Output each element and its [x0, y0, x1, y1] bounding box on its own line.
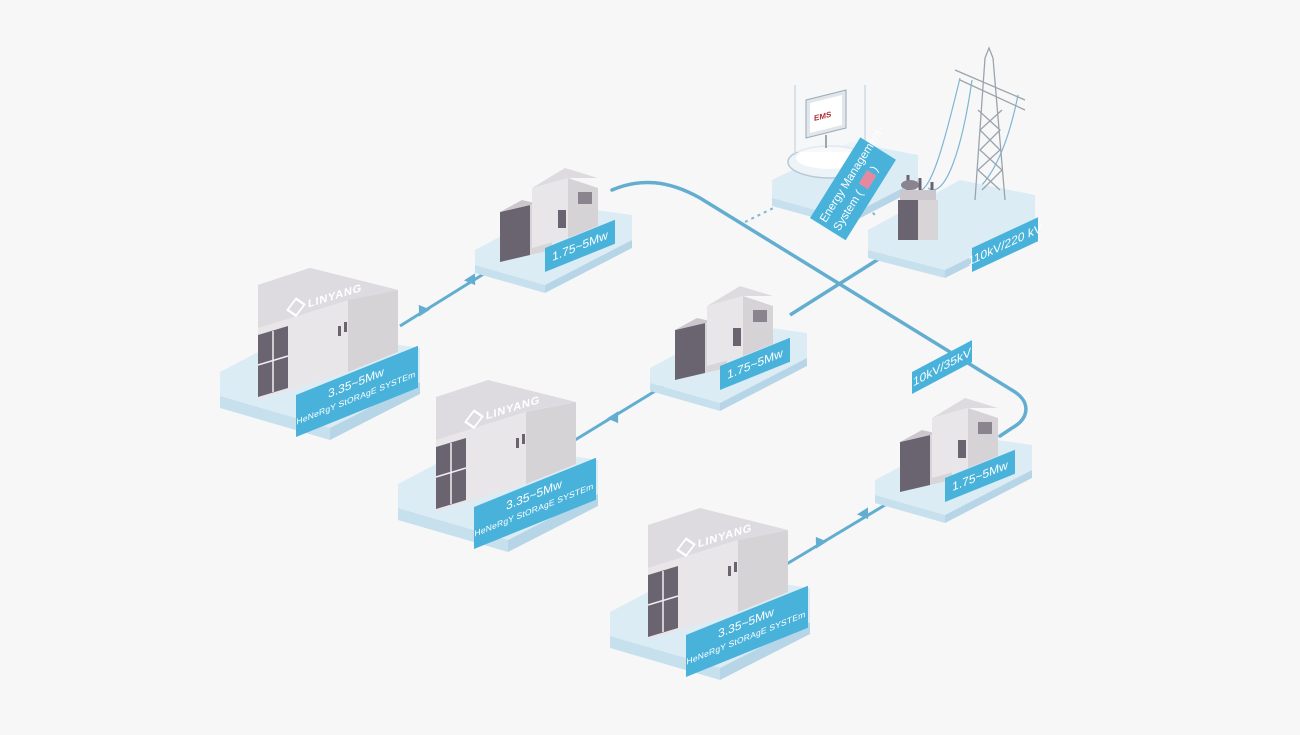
arrow-icon — [463, 273, 476, 286]
converter-1[interactable]: 1.75~5Mw — [475, 168, 632, 293]
ems-monitor: EMS — [805, 89, 847, 148]
substation-label-box — [972, 217, 1038, 272]
arrow-icon — [606, 411, 619, 424]
storage-label-box — [474, 457, 596, 549]
storage-label-box — [686, 585, 808, 677]
power-wire — [927, 79, 973, 191]
ems-label-box — [810, 137, 896, 241]
storage1-to-converter1-line — [399, 268, 491, 328]
storage-unit-2[interactable]: LINYANG 3.35~5Mw HeNeRgY StORAgE SYSTEm — [398, 380, 598, 552]
converter-label-box — [545, 219, 615, 272]
converter-label-box — [720, 337, 790, 390]
arrow-icon — [418, 304, 431, 317]
cabinet-side — [526, 402, 576, 484]
converter-2[interactable]: 1.75~5Mw — [650, 286, 807, 411]
converter-3[interactable]: 1.75~5Mw — [875, 398, 1032, 523]
transformer-icon — [898, 175, 938, 240]
bus-line — [610, 180, 1028, 438]
ems-title-line2-close: ) — [869, 164, 881, 174]
storage-unit-3[interactable]: LINYANG 3.35~5Mw HeNeRgY StORAgE SYSTEm — [610, 508, 810, 680]
bus-label-box — [912, 340, 972, 394]
storage2-to-converter2-line — [574, 383, 666, 442]
power-tower-icon — [954, 46, 1026, 201]
arrow-icon — [856, 507, 869, 520]
power-wire — [914, 77, 961, 192]
cabinet-side — [348, 290, 398, 372]
ems-screen-text: EMS — [814, 110, 832, 123]
arrow-icon — [815, 536, 828, 549]
platform — [868, 180, 1035, 270]
storage-label-box — [296, 345, 418, 437]
ems-station[interactable]: EMS Energy Management System ( ) — [772, 85, 918, 241]
storage3-to-converter3-line — [784, 503, 886, 567]
storage-unit-1[interactable]: LINYANG 3.35~5Mw HeNeRgY StORAgE SYSTEm — [220, 268, 420, 440]
cabinet-side — [738, 530, 788, 612]
converter-label-box — [945, 449, 1015, 502]
converter2-to-substation-line — [789, 253, 886, 317]
